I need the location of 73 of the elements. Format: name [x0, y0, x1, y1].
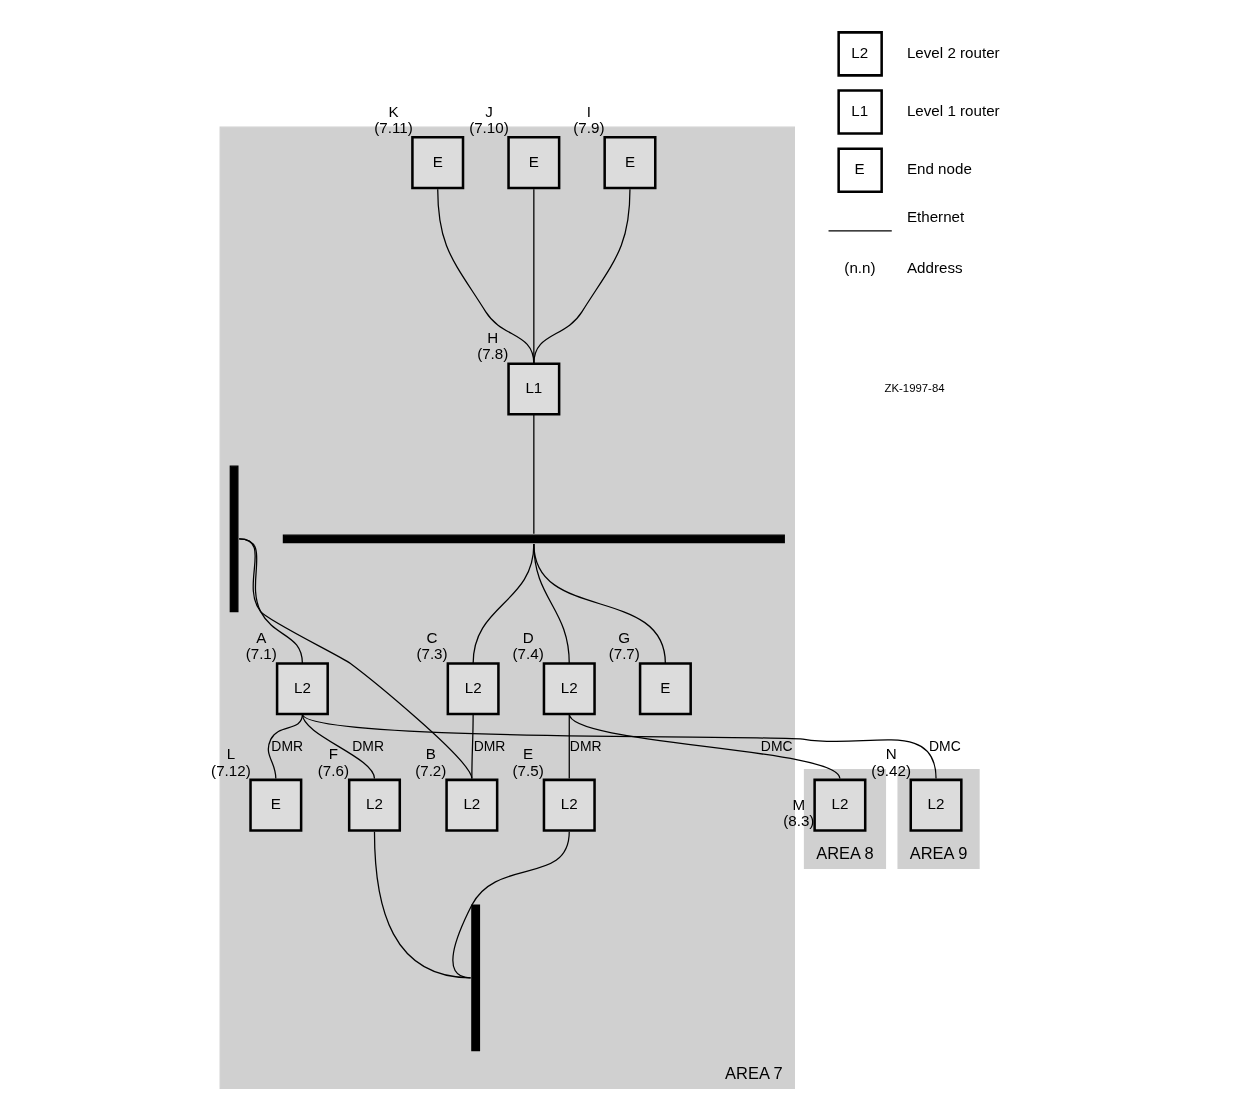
- legend-label: Level 1 router: [906, 101, 1000, 119]
- node-label: (7.9): [572, 119, 604, 137]
- node-label: D: [522, 628, 534, 646]
- node-label: K: [387, 102, 399, 120]
- connector: [267, 713, 303, 780]
- node-box: E: [602, 136, 657, 190]
- node-label: M: [791, 795, 805, 813]
- label: E: [853, 160, 865, 178]
- node-box: L2: [542, 778, 596, 832]
- node-label: (7.11): [373, 119, 413, 137]
- edge-label: DMR: [569, 737, 602, 754]
- label: (n.n): [843, 258, 876, 276]
- node-label: (7.1): [245, 645, 277, 663]
- connector: [238, 538, 303, 665]
- node-bar: [470, 904, 480, 1052]
- node-label: E: [522, 745, 533, 763]
- legend-label: Ethernet: [906, 208, 964, 226]
- legend-label: End node: [906, 160, 972, 178]
- node-label: L: [226, 745, 235, 763]
- label: ZK-1997-84: [884, 381, 945, 394]
- node-label: B: [425, 745, 436, 763]
- connector: [568, 713, 841, 780]
- node-label: N: [885, 745, 897, 763]
- connector: [470, 713, 474, 780]
- connector: [532, 188, 631, 365]
- connector: [436, 188, 534, 365]
- label: L1: [850, 101, 868, 119]
- node-box: L1: [506, 362, 560, 416]
- node-label: G: [617, 628, 630, 646]
- node-box: E: [638, 662, 692, 716]
- node-label: C: [426, 628, 437, 646]
- node-label: (7.8): [476, 345, 508, 363]
- node-box: L2: [446, 662, 500, 716]
- edge-label: DMC: [928, 737, 961, 754]
- node-label: (7.3): [415, 645, 448, 663]
- connector: [532, 543, 666, 665]
- connector: [373, 831, 471, 979]
- node-label: H: [486, 329, 498, 347]
- node-label: (7.12): [210, 761, 251, 779]
- node-box: L2: [275, 662, 329, 716]
- node-label: (7.10): [468, 119, 509, 137]
- node-label: (9.42): [870, 761, 911, 779]
- node-box: E: [410, 136, 464, 190]
- node-label: F: [328, 745, 338, 763]
- node-label: (7.7): [608, 645, 640, 663]
- connector: [301, 713, 937, 780]
- node-label: (7.6): [317, 761, 349, 779]
- legend-label: Level 2 router: [906, 43, 1000, 61]
- edge-label: DMR: [473, 737, 505, 754]
- node-bar: [282, 534, 785, 544]
- node-bar: [229, 465, 238, 613]
- node-box: L2: [444, 778, 498, 832]
- legend-label: Address: [906, 258, 963, 276]
- node-box: L2: [812, 778, 866, 832]
- node-label: (7.5): [512, 761, 544, 779]
- node-box: L2: [542, 662, 596, 716]
- node-label: J: [484, 102, 493, 120]
- node-label: A: [255, 628, 266, 646]
- connector: [532, 413, 534, 535]
- node-label: I: [586, 102, 591, 120]
- connector: [451, 831, 570, 979]
- node-box: E: [248, 778, 302, 832]
- connector: [532, 543, 570, 665]
- edge-label: DMR: [270, 737, 303, 754]
- edge-label: DMC: [760, 737, 793, 754]
- node-label: (7.2): [414, 761, 446, 779]
- node-box: L2: [908, 778, 963, 832]
- label: L2: [850, 43, 868, 61]
- node-box: E: [506, 136, 560, 190]
- node-box: L2: [347, 778, 401, 832]
- connector: [238, 538, 472, 780]
- edge-label: DMR: [351, 737, 384, 754]
- node-label: (7.4): [512, 645, 544, 663]
